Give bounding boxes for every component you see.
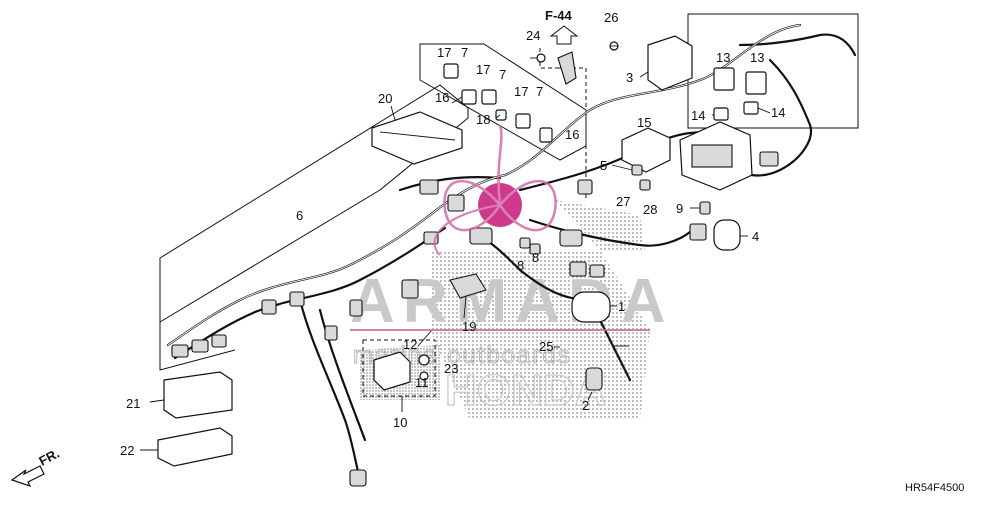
callout-17b: 17 bbox=[476, 62, 490, 77]
connector-bottom bbox=[349, 469, 367, 487]
bracket-group-frame bbox=[362, 339, 436, 397]
callout-7a: 7 bbox=[461, 45, 468, 60]
callout-5: 5 bbox=[600, 158, 607, 173]
callout-18: 18 bbox=[476, 112, 490, 127]
callout-13a: 13 bbox=[716, 50, 730, 65]
relay-17a bbox=[443, 63, 459, 79]
part-4 bbox=[713, 219, 741, 251]
callout-22: 22 bbox=[120, 443, 134, 458]
part-1-solenoid bbox=[571, 291, 611, 323]
callout-8a: 8 bbox=[517, 258, 524, 273]
callout-19: 19 bbox=[462, 319, 476, 334]
watermark: ARMADA marine outboards HONDA bbox=[350, 267, 674, 416]
callout-16a: 16 bbox=[435, 90, 449, 105]
ref-code: F-44 bbox=[545, 8, 573, 23]
callout-14b: 14 bbox=[771, 105, 785, 120]
callout-23: 23 bbox=[444, 361, 458, 376]
part-2 bbox=[585, 367, 603, 391]
callout-3: 3 bbox=[626, 70, 633, 85]
callout-28: 28 bbox=[643, 202, 657, 217]
relay-13b bbox=[745, 71, 767, 95]
callout-15: 15 bbox=[637, 115, 651, 130]
callout-21: 21 bbox=[126, 396, 140, 411]
ref-arrow-icon bbox=[549, 25, 579, 45]
brand-logo bbox=[350, 124, 650, 331]
callout-2: 2 bbox=[582, 398, 589, 413]
watermark-maker: HONDA bbox=[445, 366, 606, 415]
part-22 bbox=[157, 427, 233, 467]
callout-17c: 17 bbox=[514, 84, 528, 99]
connector-left-2 bbox=[191, 339, 209, 353]
part-20-cover bbox=[371, 111, 463, 165]
part-3-ecu bbox=[647, 35, 693, 91]
callout-26: 26 bbox=[604, 10, 618, 25]
part-15-module bbox=[621, 127, 671, 173]
part-10-bracket bbox=[373, 351, 411, 391]
leader-lines bbox=[140, 45, 771, 451]
callout-24: 24 bbox=[526, 28, 540, 43]
callout-4: 4 bbox=[752, 229, 759, 244]
group-frames bbox=[159, 13, 859, 397]
callout-25: 25 bbox=[539, 339, 553, 354]
relay-17b bbox=[481, 89, 497, 105]
diagram-code: HR54F4500 bbox=[905, 482, 964, 494]
callout-16b: 16 bbox=[565, 127, 579, 142]
callout-13b: 13 bbox=[750, 50, 764, 65]
callout-17a: 17 bbox=[437, 45, 451, 60]
part-f44-bracket bbox=[557, 51, 577, 85]
front-direction: FR. bbox=[10, 446, 62, 488]
callout-1: 1 bbox=[618, 299, 625, 314]
callout-8b: 8 bbox=[532, 250, 539, 265]
part-11 bbox=[419, 371, 429, 381]
callout-10: 10 bbox=[393, 415, 407, 430]
callout-12: 12 bbox=[403, 337, 417, 352]
part-19 bbox=[449, 273, 487, 299]
watermark-brand: ARMADA bbox=[350, 267, 674, 336]
part-24-bolt bbox=[536, 53, 546, 63]
callout-7b: 7 bbox=[499, 67, 506, 82]
callout-7c: 7 bbox=[536, 84, 543, 99]
front-arrow-icon bbox=[10, 465, 45, 488]
part-21 bbox=[163, 371, 233, 419]
front-label: FR. bbox=[36, 446, 62, 469]
main-harness bbox=[166, 23, 857, 482]
callout-14a: 14 bbox=[691, 108, 705, 123]
relay-13a bbox=[713, 67, 735, 91]
callout-numbers: 1 2 3 4 5 6 7 7 7 8 8 9 10 11 12 13 13 1… bbox=[120, 10, 785, 458]
callout-9: 9 bbox=[676, 201, 683, 216]
callout-11: 11 bbox=[415, 375, 429, 390]
relay-17c bbox=[515, 113, 531, 129]
connector-left-1 bbox=[171, 344, 189, 358]
f44-reference: F-44 bbox=[545, 8, 579, 45]
callout-20: 20 bbox=[378, 91, 392, 106]
callout-27: 27 bbox=[616, 194, 630, 209]
callout-6: 6 bbox=[296, 208, 303, 223]
part-12 bbox=[418, 354, 430, 366]
